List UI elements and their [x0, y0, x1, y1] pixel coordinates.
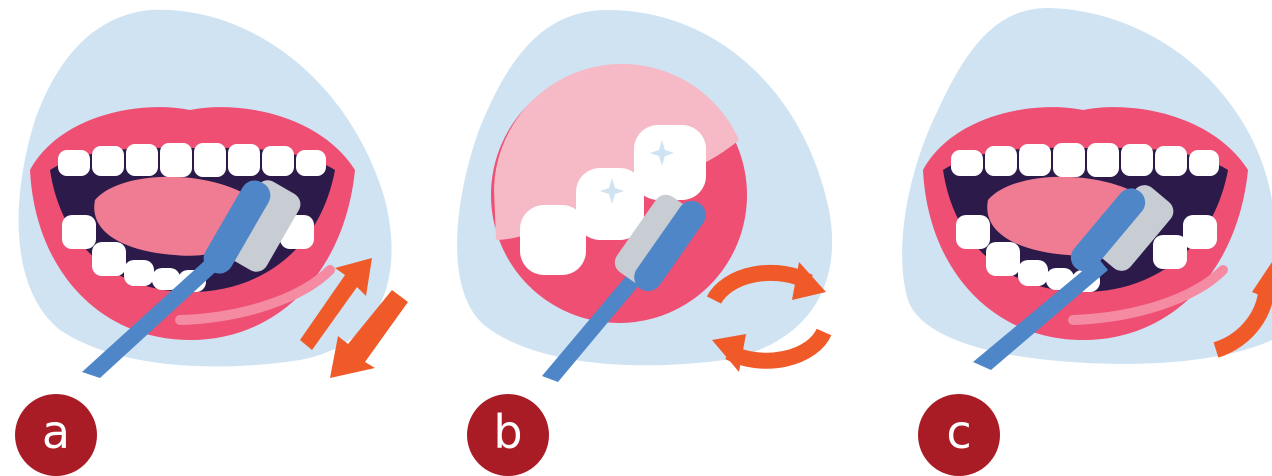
step-badge-b: b — [467, 394, 549, 476]
step-badge-a: a — [15, 394, 97, 476]
illustration-c — [848, 0, 1272, 473]
panel-b: b — [424, 0, 848, 473]
step-label-c: c — [946, 409, 971, 455]
panel-c: c — [848, 0, 1272, 473]
step-label-a: a — [42, 409, 70, 455]
step-badge-c: c — [918, 394, 1000, 476]
step-label-b: b — [493, 409, 522, 455]
panel-a: a — [0, 0, 424, 473]
